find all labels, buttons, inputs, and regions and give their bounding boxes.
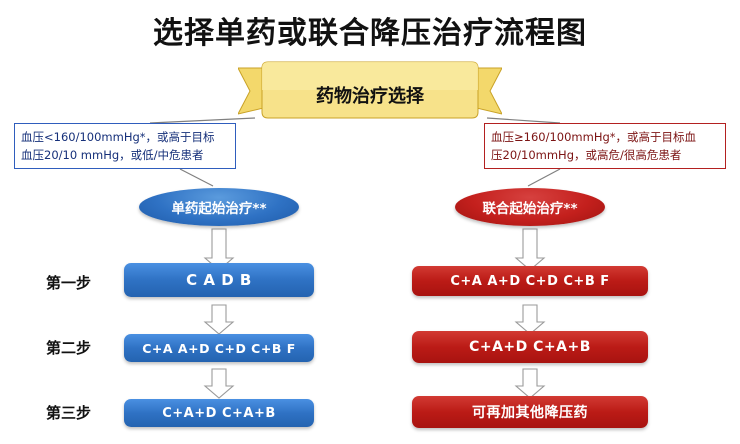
criteria-mono-line1: 血压<160/100mmHg*，或高于目标 — [21, 130, 215, 144]
step-label-1: 第一步 — [46, 274, 92, 292]
node-mono-therapy: 单药起始治疗** — [139, 188, 299, 226]
node-combo-therapy: 联合起始治疗** — [455, 188, 605, 226]
criteria-box-mono: 血压<160/100mmHg*，或高于目标 血压20/10 mmHg，或低/中危… — [14, 123, 236, 169]
criteria-mono-line2: 血压20/10 mmHg，或低/中危患者 — [21, 148, 204, 162]
criteria-combo-line2: 压20/10mmHg，或高危/很高危患者 — [491, 148, 682, 162]
node-mono-therapy-label: 单药起始治疗** — [171, 201, 267, 217]
bar-combo-step3: 可再加其他降压药 — [412, 396, 648, 428]
banner-ribbon: 药物治疗选择 — [238, 60, 502, 122]
bar-combo-step1: C+A A+D C+D C+B F — [412, 266, 648, 296]
step-label-3: 第三步 — [46, 404, 92, 422]
bar-mono-step1: C A D B — [124, 263, 314, 297]
criteria-combo-line1: 血压≥160/100mmHg*，或高于目标血 — [491, 130, 697, 144]
page-title: 选择单药或联合降压治疗流程图 — [153, 16, 587, 51]
bar-combo-step2: C+A+D C+A+B — [412, 331, 648, 363]
node-combo-therapy-label: 联合起始治疗** — [482, 201, 578, 217]
bar-mono-step2: C+A A+D C+D C+B F — [124, 334, 314, 362]
banner-label: 药物治疗选择 — [316, 86, 424, 107]
bar-mono-step3: C+A+D C+A+B — [124, 399, 314, 427]
criteria-box-combo: 血压≥160/100mmHg*，或高于目标血 压20/10mmHg，或高危/很高… — [484, 123, 726, 169]
step-label-2: 第二步 — [46, 339, 92, 357]
